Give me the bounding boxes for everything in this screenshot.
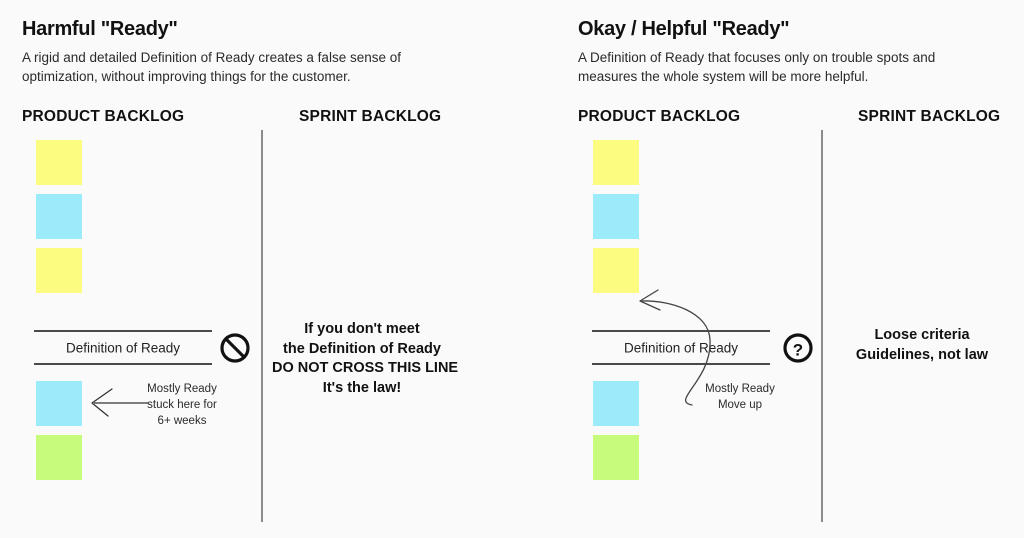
panel-title-helpful: Okay / Helpful "Ready" — [578, 18, 790, 40]
sticky-note-yellow-top-helpful[interactable] — [593, 140, 639, 185]
sticky-note-yellow-second-harmful[interactable] — [36, 248, 82, 293]
callout-line-1: If you don't meet — [304, 321, 420, 337]
column-header-product-backlog-helpful: PRODUCT BACKLOG — [578, 108, 741, 125]
sticky-note-blue-top-helpful[interactable] — [593, 194, 639, 239]
column-header-sprint-backlog-harmful: SPRINT BACKLOG — [299, 108, 442, 125]
sprint-callout-harmful: If you don't meet the Definition of Read… — [272, 320, 459, 398]
panel-title-harmful: Harmful "Ready" — [22, 18, 178, 40]
svg-text:?: ? — [793, 341, 803, 360]
annotation-line-2: Move up — [717, 399, 763, 411]
sticky-note-blue-top-harmful[interactable] — [36, 194, 82, 239]
divider-harmful — [261, 130, 263, 522]
sticky-note-blue-moveup-helpful[interactable] — [593, 381, 639, 426]
dor-line-top-harmful — [34, 330, 212, 332]
dor-line-bottom-harmful — [34, 363, 212, 365]
dor-line-bottom-helpful — [592, 363, 770, 365]
sticky-note-green-harmful[interactable] — [36, 435, 82, 480]
annotation-line-2: stuck here for — [147, 399, 217, 411]
definition-of-ready-band-harmful: Definition of Ready — [34, 330, 212, 365]
question-mark-icon: ? — [782, 332, 814, 369]
callout-line-1: Loose criteria — [874, 327, 970, 343]
callout-line-3: DO NOT CROSS THIS LINE — [272, 360, 459, 376]
annotation-line-3: 6+ weeks — [157, 415, 207, 427]
callout-line-2: Guidelines, not law — [855, 346, 989, 363]
annotation-line-1: Mostly Ready — [705, 383, 775, 395]
callout-line-4: It's the law! — [322, 379, 402, 396]
curved-up-arrow-helpful — [639, 289, 711, 406]
annotation-mostly-ready-harmful: Mostly Ready stuck here for 6+ weeks — [142, 381, 222, 429]
dor-line-top-helpful — [592, 330, 770, 332]
panel-description-harmful: A rigid and detailed Definition of Ready… — [22, 50, 401, 84]
annotation-mostly-ready-helpful: Mostly Ready Move up — [700, 381, 780, 413]
straight-left-arrow-harmful — [91, 388, 148, 417]
no-entry-icon — [219, 332, 251, 369]
sticky-note-blue-stuck-harmful[interactable] — [36, 381, 82, 426]
callout-line-2: the Definition of Ready — [283, 340, 441, 357]
divider-helpful — [821, 130, 823, 522]
sticky-note-green-helpful[interactable] — [593, 435, 639, 480]
dor-label-harmful: Definition of Ready — [65, 340, 181, 355]
sticky-note-yellow-top-harmful[interactable] — [36, 140, 82, 185]
panel-description-helpful: A Definition of Ready that focuses only … — [578, 50, 936, 84]
sprint-callout-helpful: Loose criteria Guidelines, not law — [832, 326, 1012, 365]
column-header-sprint-backlog-helpful: SPRINT BACKLOG — [858, 108, 1001, 125]
annotation-line-1: Mostly Ready — [147, 383, 217, 395]
sticky-note-yellow-second-helpful[interactable] — [593, 248, 639, 293]
column-header-product-backlog-harmful: PRODUCT BACKLOG — [22, 108, 185, 125]
